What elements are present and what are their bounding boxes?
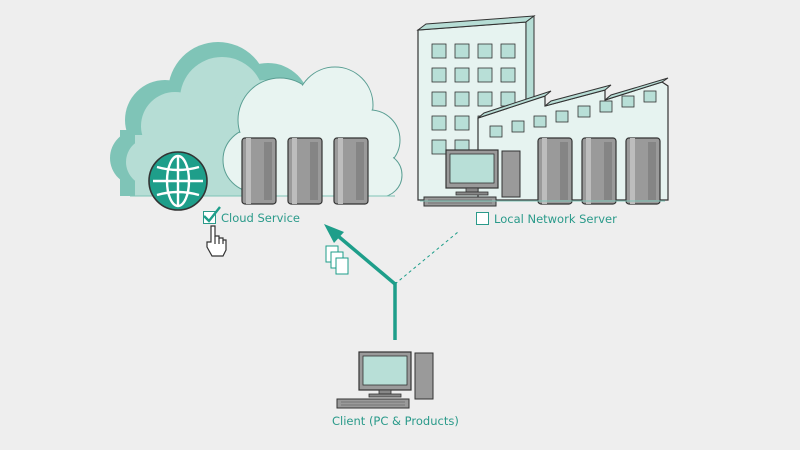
building-window bbox=[477, 67, 493, 83]
building-window bbox=[454, 43, 470, 59]
cloud-server-2 bbox=[287, 137, 323, 205]
local-server-3 bbox=[625, 137, 661, 205]
local-network-server-checkbox[interactable] bbox=[476, 212, 489, 225]
local-network-server-label[interactable]: Local Network Server bbox=[494, 212, 617, 226]
building-window bbox=[454, 115, 470, 131]
factory-window bbox=[511, 120, 525, 133]
cloud-service-checkbox[interactable] bbox=[203, 211, 216, 224]
factory-window bbox=[489, 125, 503, 138]
factory-window bbox=[555, 110, 569, 123]
factory-window bbox=[643, 90, 657, 103]
local-server-1 bbox=[537, 137, 573, 205]
building-window bbox=[454, 91, 470, 107]
factory-window bbox=[621, 95, 635, 108]
local-network-link bbox=[394, 231, 459, 285]
checkmark-icon bbox=[203, 206, 221, 223]
building-window bbox=[500, 43, 516, 59]
building-window bbox=[477, 43, 493, 59]
cloud-service-label[interactable]: Cloud Service bbox=[221, 211, 301, 225]
building-window bbox=[431, 43, 447, 59]
hand-cursor-icon bbox=[206, 225, 227, 257]
building-window bbox=[500, 67, 516, 83]
documents-icon bbox=[325, 245, 349, 275]
client-computer-icon bbox=[336, 351, 434, 409]
cloud-server-3 bbox=[333, 137, 369, 205]
building-icon bbox=[416, 15, 669, 201]
cloud-server-1 bbox=[241, 137, 277, 205]
building-window bbox=[477, 91, 493, 107]
factory-window bbox=[577, 105, 591, 118]
globe-icon bbox=[148, 151, 208, 211]
building-window bbox=[431, 139, 447, 155]
factory-window bbox=[533, 115, 547, 128]
building-window bbox=[431, 115, 447, 131]
client-label: Client (PC & Products) bbox=[332, 414, 459, 428]
factory-window bbox=[599, 100, 613, 113]
building-window bbox=[431, 91, 447, 107]
building-window bbox=[454, 67, 470, 83]
local-server-2 bbox=[581, 137, 617, 205]
building-window bbox=[431, 67, 447, 83]
arrow-icon bbox=[324, 224, 397, 340]
